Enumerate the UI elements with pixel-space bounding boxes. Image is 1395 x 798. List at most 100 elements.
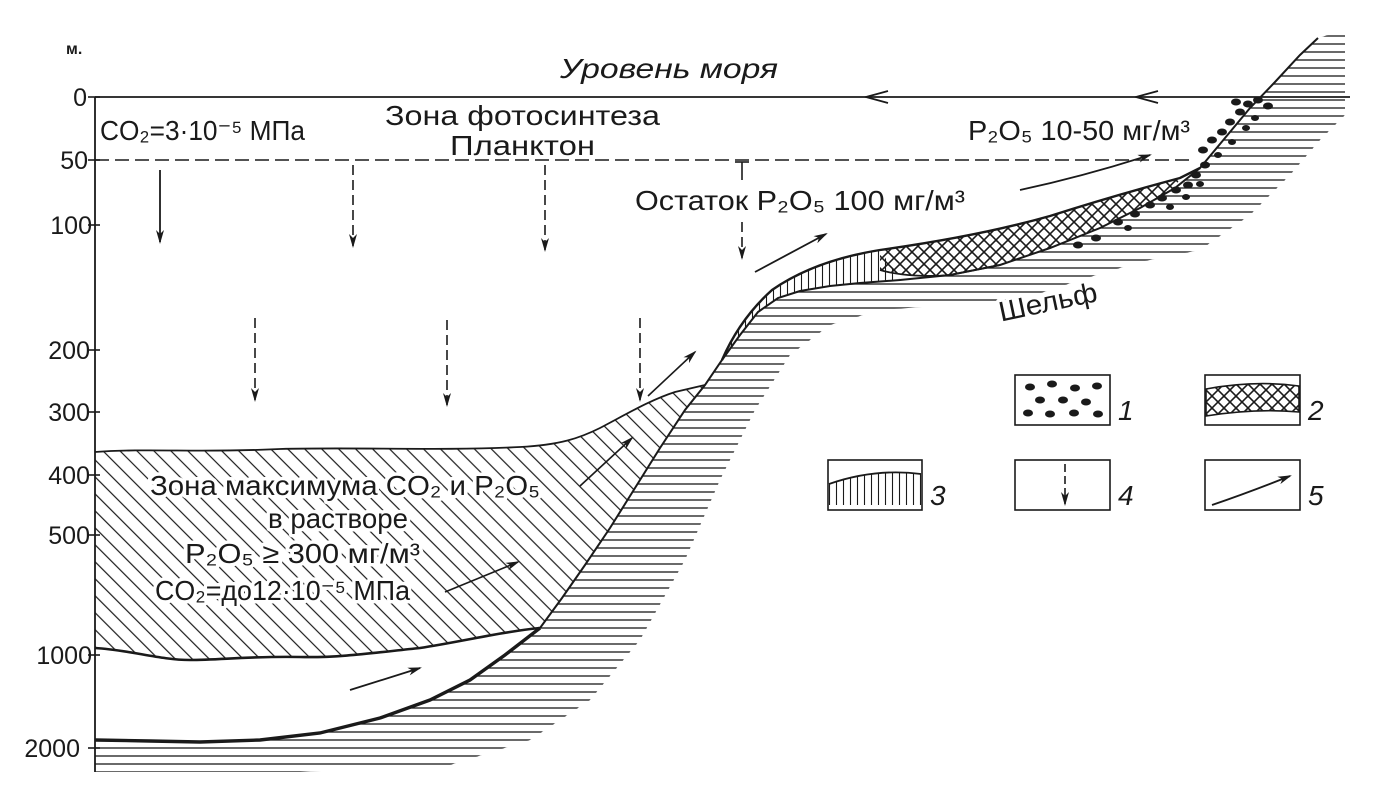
- max-zone-co2: CO₂=до12·10⁻⁵ МПа: [155, 575, 410, 606]
- legend-number: 5: [1308, 480, 1324, 511]
- legend-item-phosphorite-layer: 2: [1204, 374, 1324, 426]
- legend-item-slope-deposits: 3: [827, 459, 946, 511]
- upwelling-arrows: [349, 154, 1152, 691]
- legend-item-settling: 4: [1014, 459, 1134, 511]
- sea-level-arrow-icon: [1132, 90, 1159, 104]
- max-zone-title: Зона максимума CO₂ и P₂O₅: [150, 470, 540, 501]
- nodule: [1023, 409, 1033, 417]
- depth-tick-label: 300: [48, 399, 90, 427]
- sea-level-label: Уровень моря: [559, 53, 778, 84]
- max-zone-subtitle: в растворе: [268, 503, 408, 534]
- upwelling-arrow: [444, 561, 520, 593]
- depth-unit-label: м.: [66, 41, 82, 58]
- depth-tick-label: 100: [50, 212, 92, 240]
- nodule: [1058, 396, 1068, 404]
- p2o5-residual-label: Остаток P₂O₅ 100 мг/м³: [635, 185, 965, 216]
- legend-arrow-icon: [1211, 475, 1292, 506]
- depth-tick-label: 2000: [24, 735, 80, 763]
- legend-box: [1014, 459, 1111, 511]
- nodule: [1182, 194, 1190, 200]
- co2-surface-label: CO₂=3·10⁻⁵ МПа: [100, 115, 305, 146]
- legend-number: 3: [930, 480, 946, 511]
- nodule: [1045, 410, 1055, 418]
- nodule: [1171, 186, 1181, 194]
- sea-level: Уровень моря: [95, 53, 1350, 104]
- seabed-ground-hatch: [95, 30, 1345, 772]
- legend-crosshatch-swatch: [1205, 382, 1300, 417]
- nodule: [1035, 396, 1045, 404]
- legend-box: [827, 459, 923, 511]
- max-co2-p2o5-zone: [95, 385, 705, 660]
- depth-tick-label: 400: [48, 462, 90, 490]
- nodule: [1157, 194, 1167, 202]
- depth-tick-label: 50: [60, 147, 88, 175]
- legend-item-nodules: 1: [1014, 374, 1134, 426]
- nodule: [1263, 102, 1273, 110]
- nodule: [1251, 115, 1259, 121]
- annotations: CO₂=3·10⁻⁵ МПа Зона фотосинтеза Планктон…: [100, 100, 1190, 610]
- settling-arrows: [156, 161, 749, 407]
- nodule: [1242, 125, 1250, 131]
- nodule: [1243, 100, 1253, 108]
- sea-level-arrow-icon: [862, 90, 889, 104]
- nodule: [1207, 136, 1217, 144]
- p2o5-surface-label: P₂O₅ 10-50 мг/м³: [968, 115, 1190, 146]
- max-zone-p2o5: P₂O₅ ≥ 300 мг/м³: [185, 538, 420, 569]
- nodule: [1217, 128, 1227, 136]
- slope-deposits-band: [722, 250, 900, 360]
- nodule: [1092, 382, 1102, 390]
- depth-tick-label: 0: [73, 84, 87, 112]
- legend-box: [1204, 374, 1301, 426]
- max-zone-upper-boundary: [94, 384, 706, 453]
- legend-nodules-swatch: [1023, 380, 1103, 418]
- nodule: [1196, 181, 1204, 187]
- legend-number: 4: [1118, 480, 1134, 511]
- depth-tick-label: 1000: [36, 642, 92, 670]
- nodule: [1069, 409, 1079, 417]
- legend-box: [1204, 459, 1301, 511]
- nodule: [1235, 108, 1245, 116]
- nodule: [1073, 241, 1083, 249]
- depth-tick-label: 500: [48, 522, 90, 550]
- nodule: [1070, 384, 1080, 392]
- seabed-profile-slope: [539, 37, 1319, 629]
- nodule: [1228, 139, 1236, 145]
- nodule: [1200, 161, 1210, 169]
- legend-number: 1: [1118, 395, 1134, 426]
- depth-tick-label: 200: [48, 337, 90, 365]
- nodule: [1091, 234, 1101, 242]
- photosynthesis-zone-label: Зона фотосинтеза: [385, 100, 660, 131]
- legend-number: 2: [1307, 395, 1324, 426]
- nodule: [1047, 380, 1057, 388]
- nodule: [1124, 225, 1132, 231]
- upwelling-arrow: [349, 667, 422, 691]
- deposits-upper-boundary: [720, 166, 1201, 361]
- legend-vertical-hatch-swatch: [829, 472, 921, 505]
- depth-axis: м. 0 50 100 200 300 400 500 1000 2000: [24, 41, 100, 772]
- nodule: [1093, 410, 1103, 418]
- nodule: [1253, 96, 1263, 104]
- nodule: [1081, 398, 1091, 406]
- upwelling-arrow: [579, 436, 634, 487]
- nodule: [1198, 146, 1208, 154]
- upwelling-arrow: [647, 350, 697, 397]
- nodule: [1225, 118, 1235, 126]
- legend: 1 2 3 4 5: [827, 374, 1324, 511]
- nodule: [1145, 201, 1155, 209]
- nodule: [1130, 210, 1140, 218]
- legend-item-upwelling: 5: [1204, 459, 1324, 511]
- upwelling-arrow: [754, 233, 828, 273]
- shelf-phosphorite-layer: [880, 178, 1180, 276]
- plankton-label: Планктон: [450, 130, 595, 161]
- upwelling-arrow: [1019, 154, 1152, 191]
- nodule: [1214, 152, 1222, 158]
- max-zone-lower-boundary: [94, 626, 541, 662]
- nodule: [1166, 204, 1174, 210]
- legend-curve: [828, 471, 922, 485]
- nodule: [1025, 383, 1035, 391]
- nodule: [1113, 218, 1123, 226]
- phosphorite-nodules: [1073, 96, 1273, 249]
- nodule: [1231, 98, 1241, 106]
